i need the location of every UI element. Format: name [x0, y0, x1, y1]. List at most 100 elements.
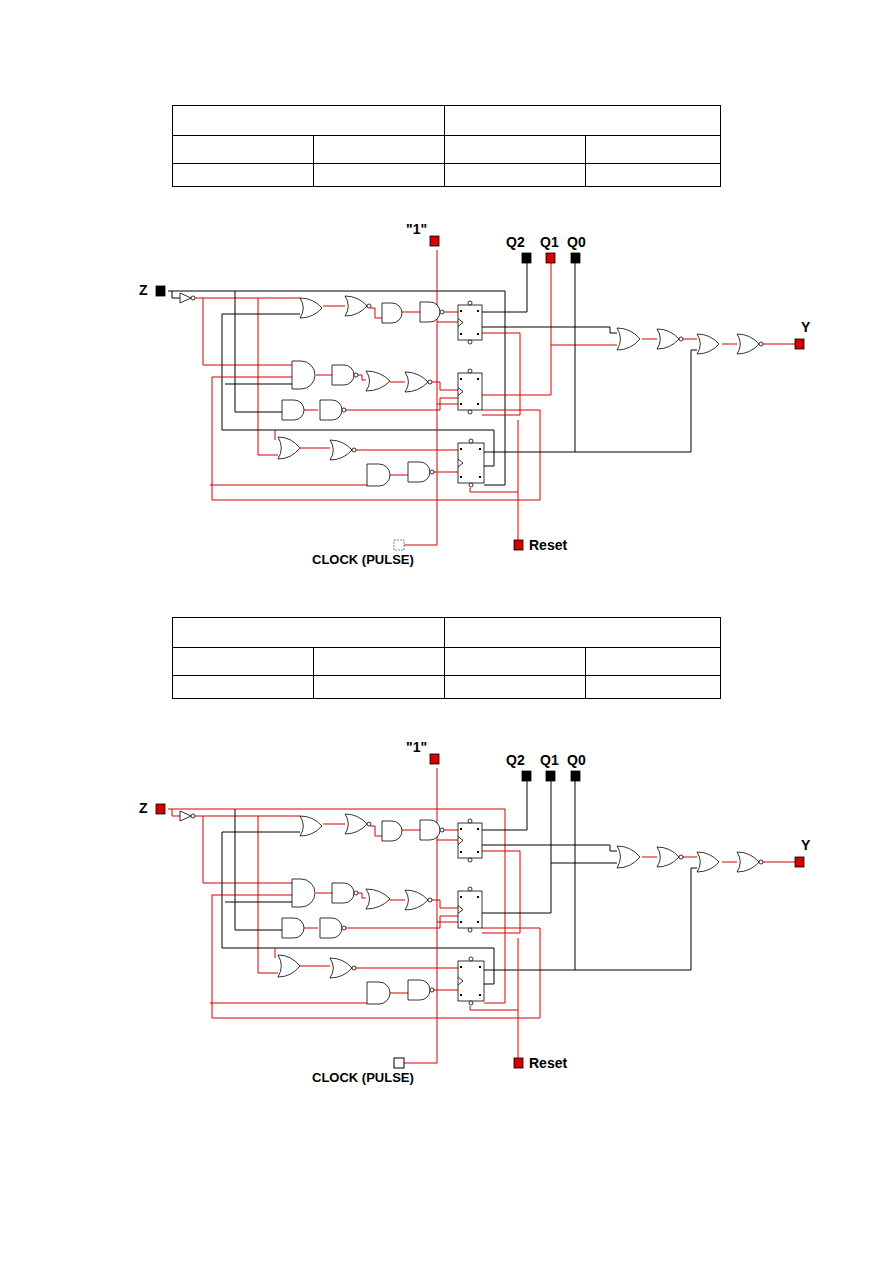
wire — [484, 780, 575, 970]
wire — [323, 824, 345, 825]
wire — [431, 382, 458, 390]
wire — [195, 816, 300, 817]
input-name: Reset — [529, 538, 567, 552]
inverter-bubble — [191, 296, 195, 300]
wire — [210, 1003, 367, 1004]
wire — [482, 345, 551, 395]
wire — [235, 291, 282, 412]
inverter-bubble — [354, 891, 358, 895]
io-pin — [795, 857, 804, 867]
wire — [402, 312, 420, 313]
wire — [195, 298, 300, 299]
inverter-bubble — [352, 448, 356, 452]
or-gate — [737, 334, 759, 354]
jk-flip-flop — [458, 887, 482, 932]
wire — [304, 928, 318, 929]
or-gate — [657, 329, 679, 349]
wire — [235, 809, 282, 930]
or-gate — [405, 890, 428, 910]
wire — [482, 327, 617, 333]
wire — [355, 968, 458, 969]
wire — [316, 893, 332, 894]
constant-input-label: "1" — [406, 222, 427, 236]
wire — [390, 382, 405, 383]
or-gate — [345, 814, 367, 834]
wire — [304, 410, 318, 411]
input-name: Z — [139, 801, 148, 815]
wire — [431, 900, 458, 908]
wire — [722, 344, 737, 345]
or-gate — [617, 846, 640, 868]
wire — [402, 830, 420, 831]
io-pin — [795, 339, 804, 349]
wire — [722, 862, 737, 863]
or-gate — [330, 440, 352, 460]
and-gate — [408, 980, 430, 1000]
wire — [172, 291, 180, 298]
wire — [404, 250, 437, 545]
wire — [316, 375, 332, 376]
or-gate — [366, 371, 390, 391]
inverter-bubble — [191, 814, 195, 818]
wire — [370, 308, 382, 318]
io-pin — [522, 771, 531, 781]
sequential-circuit — [156, 236, 804, 550]
wire — [682, 339, 697, 340]
inverter-bubble — [440, 828, 444, 832]
wire — [482, 863, 551, 913]
io-pin — [514, 540, 523, 550]
io-pin — [156, 804, 165, 814]
wire — [437, 922, 458, 923]
and-gate — [320, 918, 342, 938]
output-name: Q2 — [506, 753, 525, 767]
and-gate — [282, 918, 304, 938]
wire — [275, 430, 276, 440]
io-pin — [514, 1058, 523, 1068]
inverter-bubble — [679, 337, 683, 341]
inverter-bubble — [440, 310, 444, 314]
or-gate — [657, 847, 679, 867]
inverter-bubble — [342, 926, 346, 930]
output-name: Q0 — [567, 235, 586, 249]
io-pin — [571, 771, 580, 781]
io-pin — [546, 771, 555, 781]
wire — [323, 306, 345, 307]
and-gate — [367, 464, 390, 486]
inverter-bubble — [759, 342, 763, 346]
wire — [300, 448, 330, 449]
and-gate — [332, 883, 354, 903]
and-gate — [382, 303, 402, 323]
inverter-bubble — [679, 855, 683, 859]
wire — [482, 780, 527, 830]
io-pin — [571, 253, 580, 263]
inverter-bubble — [428, 898, 432, 902]
io-pin — [430, 754, 439, 764]
or-gate — [617, 328, 640, 350]
wire — [443, 312, 458, 313]
jk-flip-flop — [458, 819, 482, 862]
not-gate — [180, 293, 191, 303]
wire — [225, 902, 292, 903]
wire — [222, 832, 494, 984]
wire — [345, 398, 458, 410]
wire — [437, 322, 458, 323]
wire — [225, 384, 292, 385]
wire — [168, 809, 505, 1003]
output-name: Y — [801, 320, 810, 334]
wire — [437, 840, 458, 841]
wire — [212, 377, 292, 378]
wire — [212, 895, 292, 896]
wire — [482, 262, 527, 312]
wire — [762, 344, 796, 345]
wire — [203, 816, 292, 883]
wire — [762, 862, 796, 863]
and-gate — [332, 365, 354, 385]
or-gate — [330, 958, 352, 978]
input-name: Z — [139, 283, 148, 297]
and-gate — [420, 302, 440, 322]
wire — [518, 420, 519, 540]
or-gate — [697, 852, 719, 872]
wire — [404, 768, 437, 1063]
io-pin — [522, 253, 531, 263]
or-gate — [278, 955, 300, 977]
